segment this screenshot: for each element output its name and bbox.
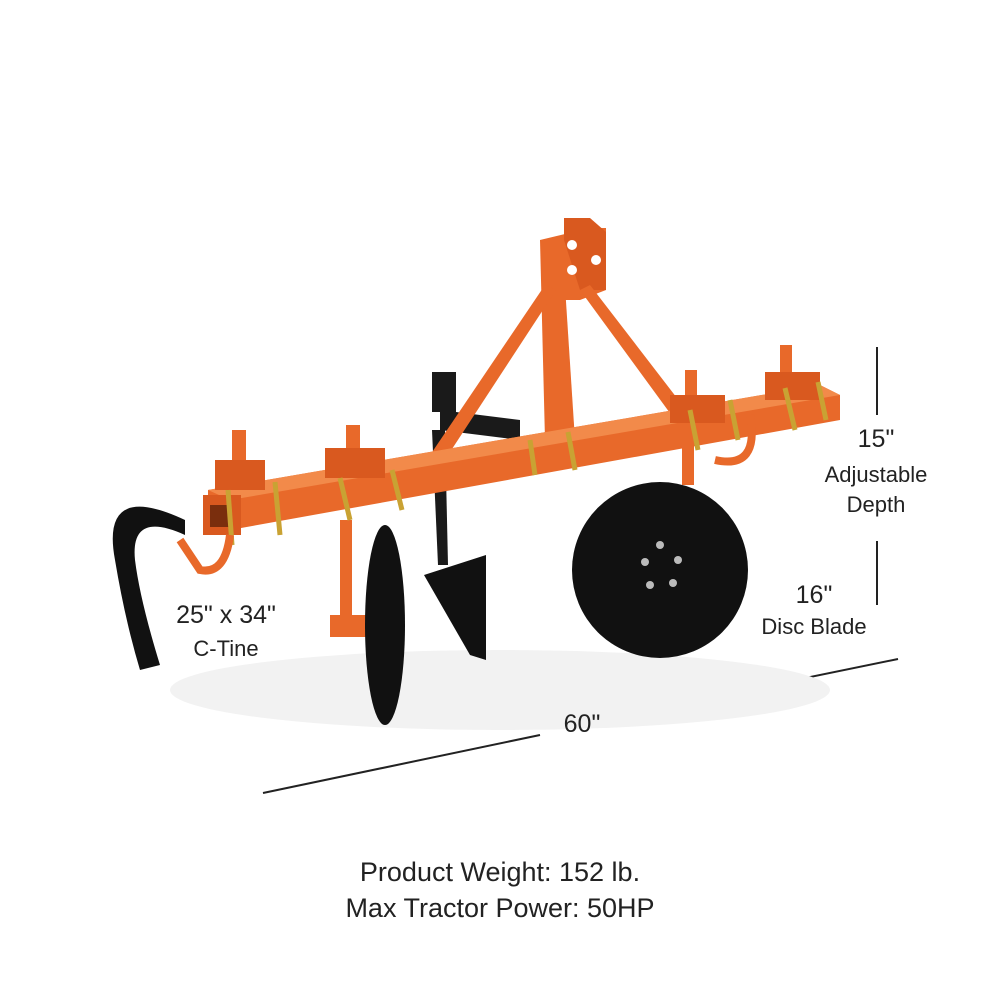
- width-value: 60": [563, 710, 601, 738]
- disc-value: 16": [795, 581, 833, 609]
- small-disc-blade-icon: [365, 525, 405, 725]
- tine-label: C-Tine: [193, 636, 259, 661]
- disc-label: Disc Blade: [761, 614, 867, 639]
- max-tractor-power: Max Tractor Power: 50HP: [345, 893, 655, 923]
- product-weight: Product Weight: 152 lb.: [359, 857, 641, 887]
- c-tine-icon: [112, 506, 185, 670]
- depth-label-line1: Adjustable: [824, 462, 928, 487]
- tine-value: 25" x 34": [176, 601, 276, 629]
- width-dimension-line-left: [262, 734, 541, 794]
- depth-label-line2: Depth: [846, 492, 906, 517]
- disc-blade-icon: [572, 482, 748, 658]
- depth-value: 15": [857, 425, 895, 453]
- shovel-icon: [424, 555, 486, 660]
